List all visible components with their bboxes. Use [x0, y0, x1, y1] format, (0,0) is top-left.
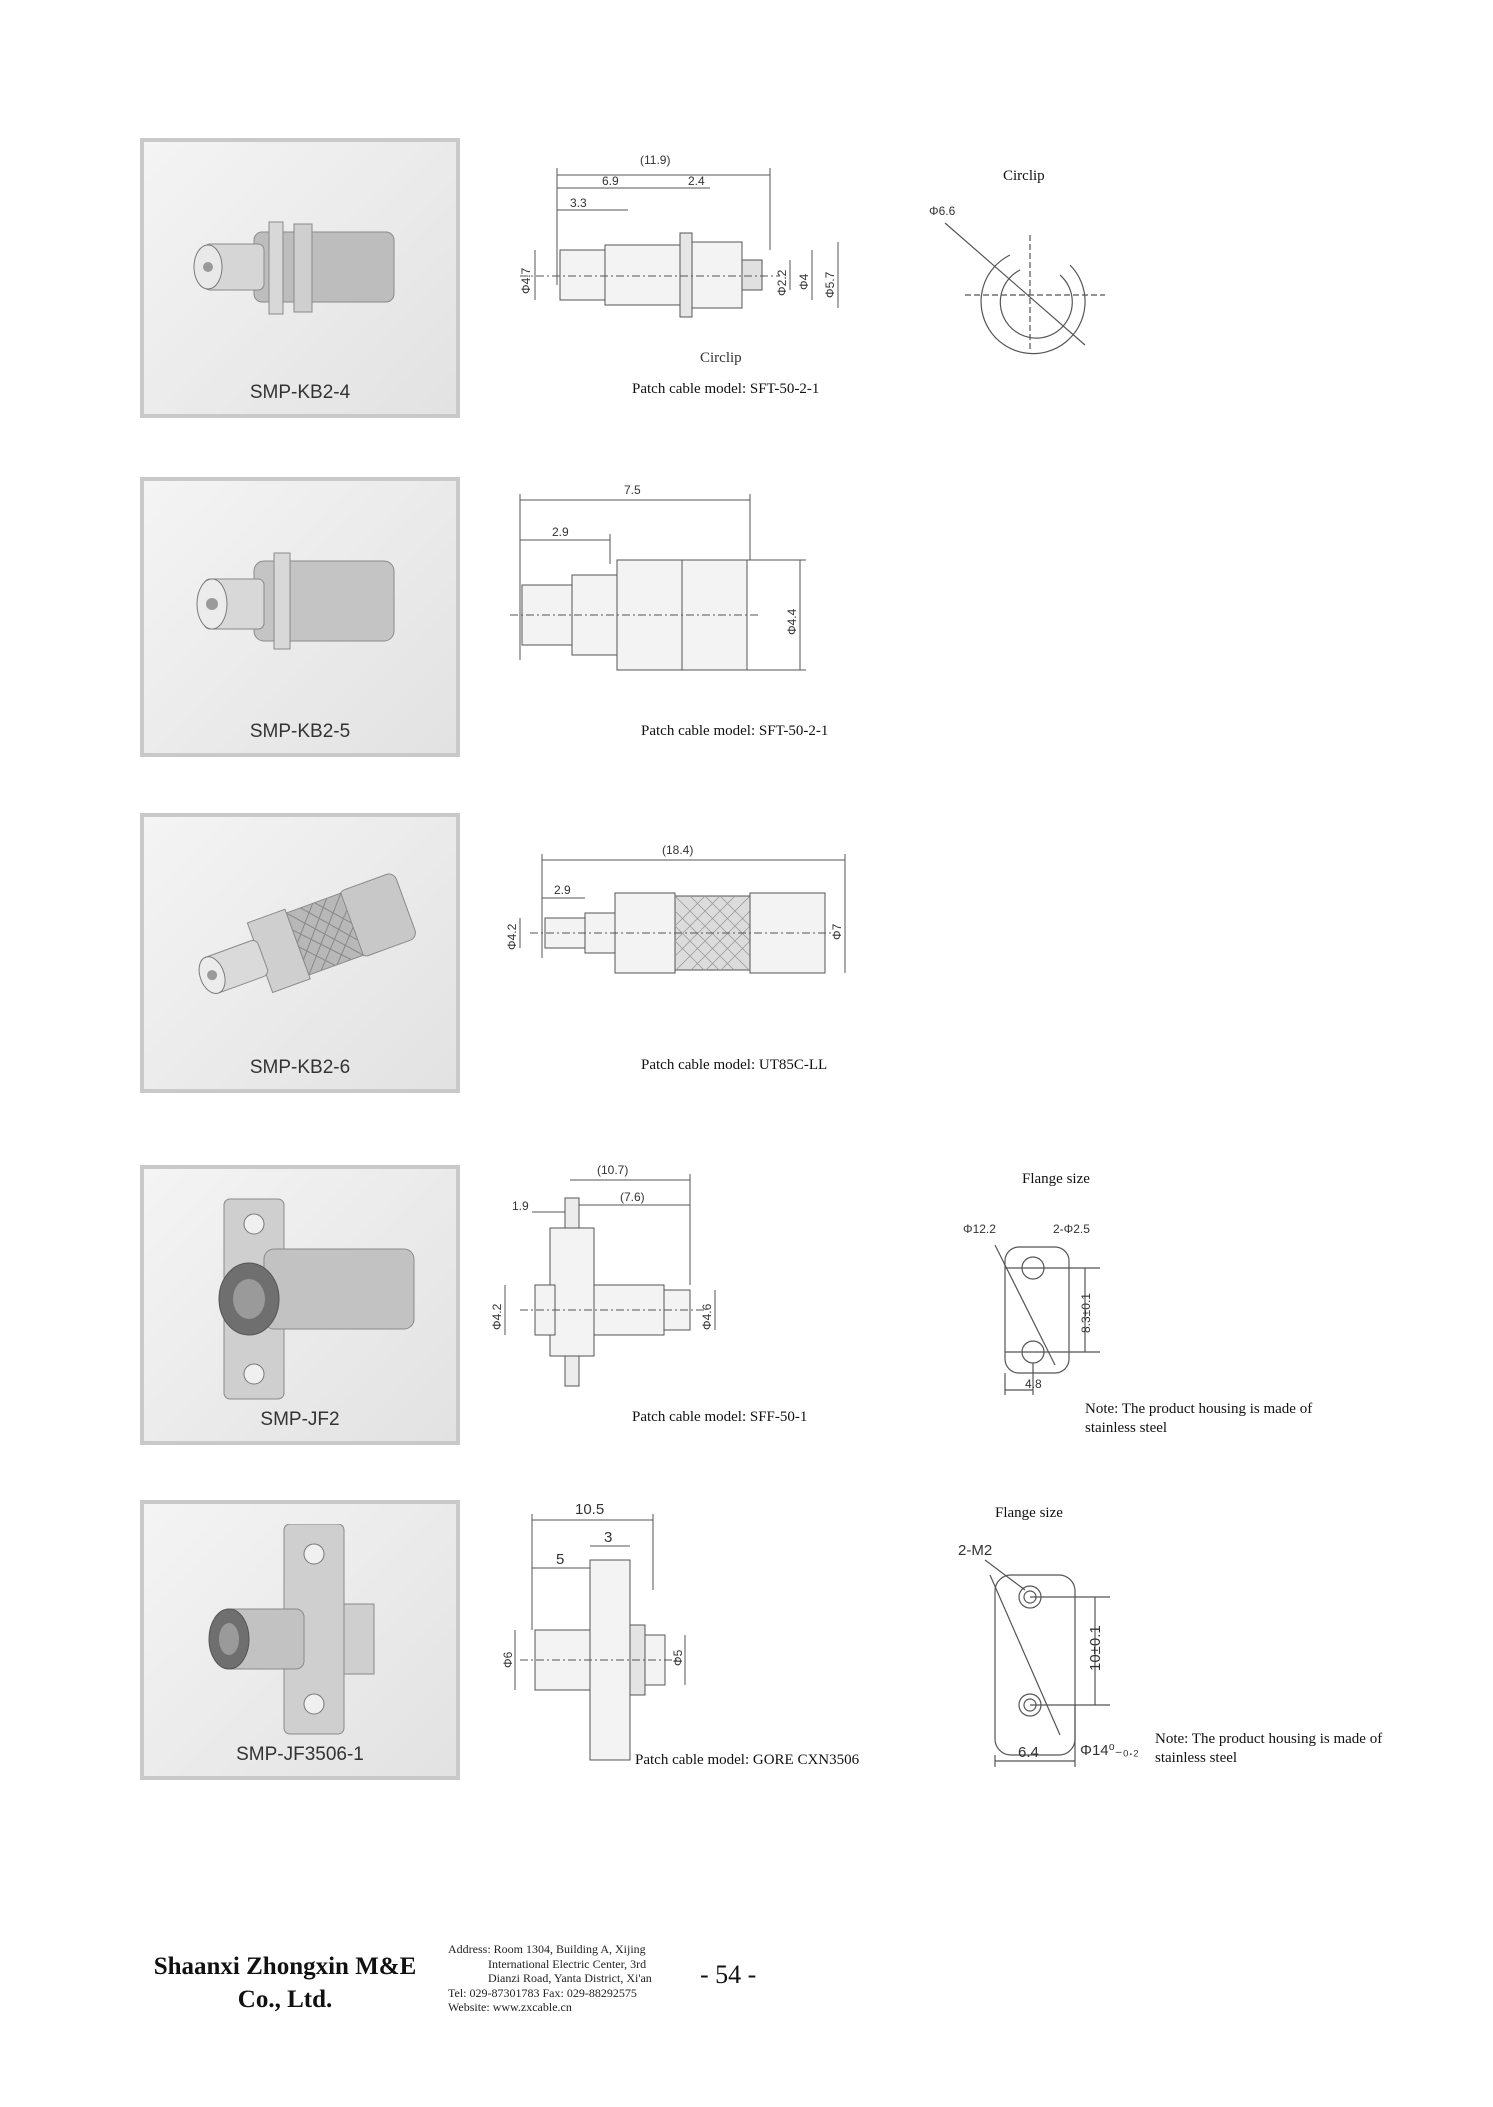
address-line: Dianzi Road, Yanta District, Xi'an [488, 1971, 652, 1985]
website-line: Website: www.zxcable.cn [448, 2000, 572, 2014]
dimension-label: 7.5 [624, 483, 641, 497]
product-model-label: SMP-KB2-6 [249, 1057, 351, 1078]
product-photo: SMP-KB2-5 [140, 477, 460, 757]
material-note: Note: The product housing is made of sta… [1155, 1731, 1383, 1766]
circlip-drawing: Φ6.6 [929, 204, 1105, 355]
dimension-label: 10±0.1 [1087, 1625, 1104, 1671]
company-name-line: Shaanxi Zhongxin M&E [153, 1953, 417, 1980]
patch-cable-caption: Patch cable model: GORE CXN3506 [635, 1752, 860, 1768]
dimension-label: 3 [604, 1529, 612, 1546]
contact-line: Tel: 029-87301783 Fax: 029-88292575 [448, 1985, 637, 2000]
dimension-label: Φ4.4 [785, 608, 799, 635]
flange-drawing: 2-M2 10±0.1 6.4 Φ14⁰₋₀.₂ [958, 1542, 1139, 1767]
product-model-label: SMP-JF2 [260, 1409, 340, 1430]
patch-cable-caption: Patch cable model: SFT-50-2-1 [641, 723, 829, 739]
company-name-line: Co., Ltd. [237, 1986, 333, 2013]
side-drawing-title: Flange size [995, 1505, 1063, 1521]
patch-cable-caption: Patch cable model: SFT-50-2-1 [632, 381, 820, 397]
dimension-label: 2.4 [688, 174, 705, 188]
dimension-label: 6.9 [602, 174, 619, 188]
dimension-label: Φ6.6 [929, 204, 956, 218]
dimension-label: Φ4 [797, 273, 811, 290]
connector-photo-graphic [208, 1524, 375, 1735]
dimension-label: Φ4.2 [490, 1303, 504, 1330]
page-number: - 54 - [700, 1960, 757, 1989]
product-model-label: SMP-JF3506-1 [236, 1744, 364, 1765]
product-photo: SMP-JF3506-1 [140, 1500, 460, 1780]
connector-photo-graphic [218, 1198, 415, 1400]
dimension-label: 2-Φ2.5 [1053, 1222, 1090, 1236]
dimension-drawing: 10.5 3 5 Φ6 Φ5 [501, 1501, 686, 1761]
dimension-label: 4.8 [1025, 1377, 1042, 1391]
product-photo: SMP-KB2-4 [140, 138, 460, 418]
dimension-label: Φ4.2 [505, 923, 519, 950]
dimension-drawing: (18.4) 2.9 Φ4.2 Φ7 [505, 843, 846, 974]
material-note: Note: The product housing is made of sta… [1085, 1401, 1313, 1436]
company-address: Address: Room 1304, Building A, Xijing I… [448, 1942, 688, 2015]
dimension-label: Φ5 [671, 1649, 685, 1666]
dimension-label: 5 [556, 1551, 564, 1568]
dimension-label: Φ4.6 [700, 1303, 714, 1330]
dimension-label: Φ5.7 [823, 271, 837, 298]
product-photo: SMP-JF2 [140, 1165, 460, 1445]
product-photo: SMP-KB2-6 [140, 813, 460, 1093]
dimension-label: Φ12.2 [963, 1222, 996, 1236]
circlip-callout: Circlip [700, 350, 742, 366]
dimension-label: 6.4 [1018, 1744, 1039, 1761]
dimension-label: (18.4) [662, 843, 693, 857]
connector-photo-graphic [196, 552, 395, 650]
dimension-label: Φ14⁰₋₀.₂ [1080, 1742, 1139, 1759]
patch-cable-caption: Patch cable model: SFF-50-1 [632, 1409, 808, 1425]
dimension-label: Φ6 [501, 1651, 515, 1668]
dimension-label: 2-M2 [958, 1542, 992, 1559]
company-name: Shaanxi Zhongxin M&E Co., Ltd. [140, 1950, 430, 2016]
dimension-label: 3.3 [570, 196, 587, 210]
connector-photo-graphic [193, 221, 395, 315]
dimension-label: 10.5 [575, 1501, 604, 1518]
address-line: Address: Room 1304, Building A, Xijing [448, 1942, 646, 1956]
product-model-label: SMP-KB2-5 [249, 721, 351, 742]
patch-cable-caption: Patch cable model: UT85C-LL [641, 1057, 828, 1073]
dimension-label: Φ4.7 [519, 267, 533, 294]
dimension-label: (10.7) [597, 1163, 628, 1177]
dimension-label: 2.9 [552, 525, 569, 539]
flange-drawing: Φ12.2 2-Φ2.5 8.3±0.1 4.8 [963, 1222, 1100, 1395]
connector-photo-graphic [198, 873, 416, 994]
dimension-label: (7.6) [620, 1190, 645, 1204]
dimension-label: 8.3±0.1 [1079, 1293, 1093, 1333]
dimension-drawing: (11.9) 6.9 2.4 3.3 Φ4.7 Φ2.2 Φ4 Φ5.7 Cir… [519, 153, 839, 366]
address-line: International Electric Center, 3rd [488, 1956, 647, 1971]
side-drawing-title: Circlip [1003, 168, 1045, 184]
dimension-label: 1.9 [512, 1199, 529, 1213]
dimension-label: (11.9) [640, 153, 670, 167]
dimension-label: Φ2.2 [775, 269, 789, 296]
side-drawing-title: Flange size [1022, 1171, 1090, 1187]
dimension-label: 2.9 [554, 883, 571, 897]
dimension-label: Φ7 [830, 923, 844, 940]
dimension-drawing: (10.7) (7.6) 1.9 Φ4.2 Φ4.6 [490, 1163, 716, 1387]
product-model-label: SMP-KB2-4 [249, 382, 351, 403]
dimension-drawing: 7.5 2.9 Φ4.4 [510, 483, 806, 671]
